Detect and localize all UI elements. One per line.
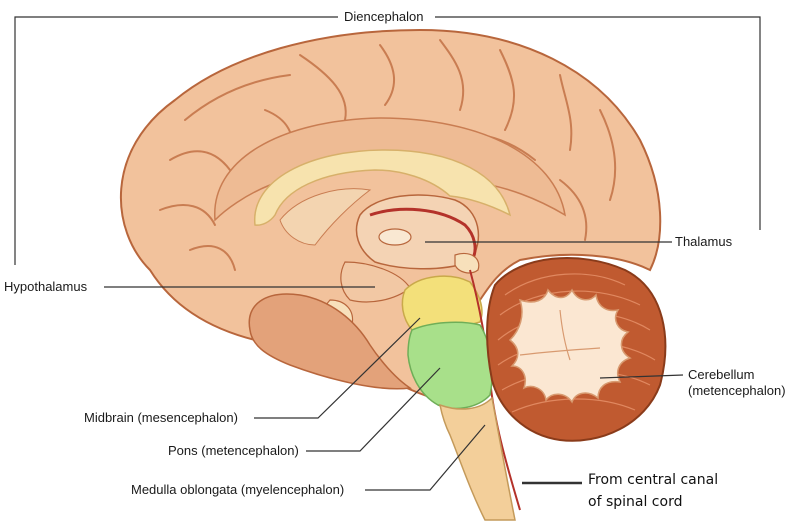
pineal-body [454, 252, 480, 274]
central-canal-label: From central canal [588, 472, 719, 488]
cerebellum-sublabel: (metencephalon) [688, 383, 786, 398]
temporal-lobe [248, 293, 413, 390]
cerebellum-label: Cerebellum [688, 367, 755, 382]
midbrain [401, 275, 483, 332]
diencephalon-label: Diencephalon [344, 9, 424, 24]
interthalamic-adhesion [378, 228, 412, 246]
central-canal-sublabel: of spinal cord [588, 494, 683, 510]
cerebellum-leader [599, 374, 684, 379]
leader-lines [14, 16, 761, 491]
arbor-vitae [508, 288, 632, 404]
pons [407, 321, 494, 410]
pons-label: Pons (metencephalon) [168, 443, 299, 458]
hypothalamus-region [340, 261, 411, 303]
medulla-leader [365, 424, 486, 491]
medulla-label: Medulla oblongata (myelencephalon) [131, 482, 345, 497]
choroid-plexus [369, 207, 477, 261]
cerebellum [486, 257, 667, 442]
diencephalon-bracket [14, 16, 338, 265]
corpus-callosum [254, 149, 512, 226]
septum-area [279, 188, 372, 246]
thalamus-label: Thalamus [675, 234, 733, 249]
medulla-oblongata [439, 396, 516, 521]
pons-leader [306, 367, 441, 452]
hypothalamus-label: Hypothalamus [4, 279, 88, 294]
midbrain-leader [254, 317, 421, 419]
midbrain-label: Midbrain (mesencephalon) [84, 410, 238, 425]
diencephalon-bracket-right [435, 16, 761, 230]
